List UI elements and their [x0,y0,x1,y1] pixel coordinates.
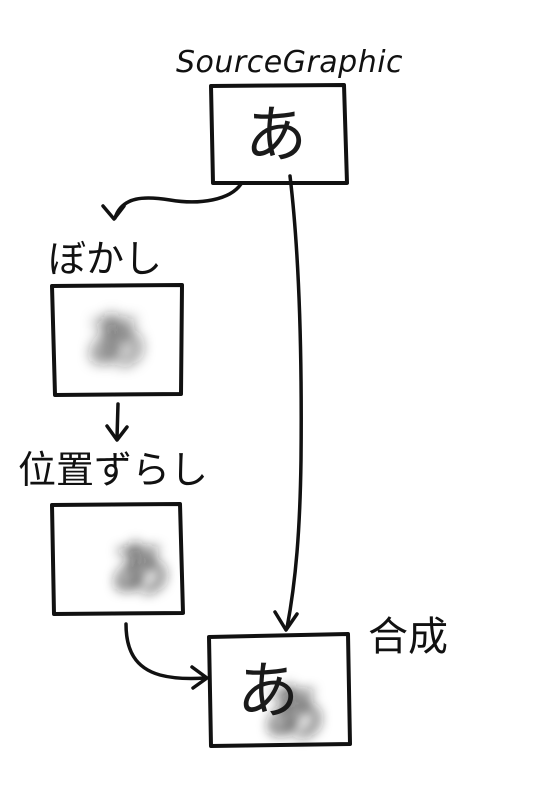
arrow-source-to-composite [285,174,303,630]
blur-glyph: あ [86,307,146,377]
arrowhead-source-to-blur [101,204,126,221]
arrow-blur-to-offset [115,402,120,440]
offset-label: 位置ずらし [18,448,208,492]
composite-glyph: あ [237,654,299,727]
blur-label: ぼかし [48,237,162,281]
composite-node: あ あ [207,632,352,749]
composite-label: 合成 [368,614,448,660]
blur-node: あ [50,283,184,397]
source-node: あ [209,83,349,185]
blur-box [50,283,184,397]
offset-box [50,502,185,616]
offset-node: あ [50,502,185,616]
source-box [209,83,349,185]
composite-shadow-glyph: あ [263,676,325,749]
source-label: SourceGraphic [176,45,403,80]
composite-box [207,632,352,748]
arrow-source-to-blur [113,182,243,220]
arrowhead-offset-to-composite [190,665,209,690]
arrowhead-blur-to-offset [105,424,129,442]
arrowhead-source-to-composite [273,610,299,632]
source-glyph: あ [245,98,307,171]
offset-glyph: あ [110,535,170,605]
arrow-offset-to-composite [124,622,207,681]
